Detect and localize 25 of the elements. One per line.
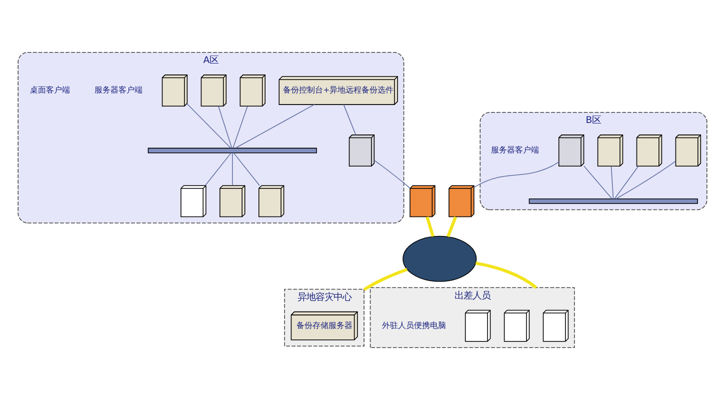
connector — [235, 104, 315, 148]
connector — [343, 104, 356, 136]
label: 服务器客户端 — [491, 145, 540, 154]
connector — [204, 152, 232, 186]
connector — [232, 152, 233, 186]
connector — [610, 166, 614, 200]
connector — [584, 166, 612, 200]
node-cloud — [402, 236, 477, 282]
label: 外驻人员便携电脑 — [382, 320, 446, 330]
connector — [474, 162, 560, 188]
node-bar — [148, 148, 317, 154]
connector — [218, 106, 232, 148]
connector — [614, 166, 639, 200]
connector — [186, 104, 232, 149]
label: 桌面客户端 — [30, 85, 70, 94]
node-bar — [528, 198, 698, 204]
connector — [426, 216, 435, 237]
connector — [232, 106, 248, 148]
connector — [363, 268, 408, 291]
connector — [233, 152, 260, 186]
connector — [616, 160, 676, 200]
connector — [446, 216, 458, 238]
connector — [475, 262, 538, 289]
label: 服务器客户端 — [94, 85, 143, 94]
connector — [374, 160, 410, 189]
